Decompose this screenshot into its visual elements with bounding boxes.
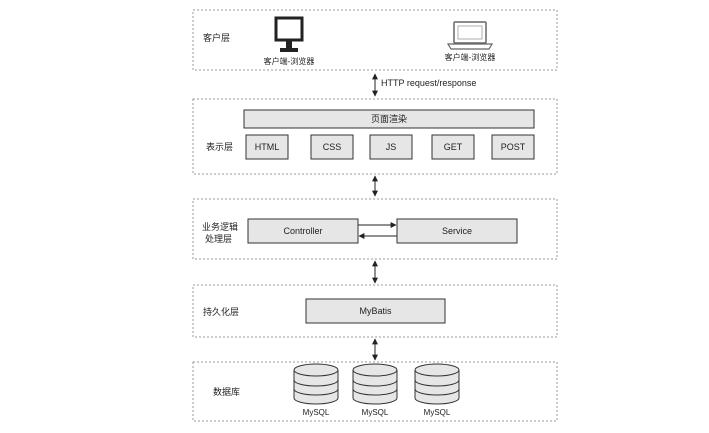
mybatis-label: MyBatis [359,306,392,316]
css-label: CSS [323,142,342,152]
persistence-layer-label: 持久化层 [203,306,239,317]
page-render-box [243,109,535,129]
get-box [431,134,475,160]
page-render-label: 页面渲染 [371,113,407,124]
service-box [396,218,518,244]
post-box [491,134,535,160]
desktop-monitor-icon [274,16,304,52]
js-box [369,134,413,160]
service-label: Service [442,226,472,236]
business-layer-label-line2: 处理层 [205,233,232,244]
post-label: POST [501,142,526,152]
client-layer: 客户层 客户端-浏览器 客户端-浏览器 [192,9,558,71]
css-box [310,134,354,160]
client-layer-border [192,9,558,71]
get-label: GET [444,142,463,152]
js-label: JS [386,142,397,152]
html-box [245,134,289,160]
mysql-label-3: MySQL [424,408,451,417]
controller-box [247,218,359,244]
presentation-layer-border [192,98,558,175]
database-layer: 数据库 MySQL MySQL MySQL [192,361,558,422]
database-layer-label: 数据库 [213,386,240,397]
presentation-layer-label: 表示层 [206,141,233,152]
presentation-layer: 表示层 页面渲染 HTML CSS JS GET POST [192,98,558,175]
html-label: HTML [255,142,280,152]
persistence-layer-border [192,284,558,338]
database-cylinder-icon [352,363,398,405]
mybatis-box [305,298,446,324]
desktop-client-label: 客户端-浏览器 [264,56,315,66]
client-layer-label: 客户层 [203,32,230,43]
http-connector-label: HTTP request/response [381,78,476,88]
laptop-icon [446,21,494,50]
business-layer-border [192,198,558,260]
mysql-label-1: MySQL [303,408,330,417]
database-layer-border [192,361,558,422]
database-cylinder-icon [293,363,339,405]
database-cylinder-icon [414,363,460,405]
mysql-label-2: MySQL [362,408,389,417]
business-layer-label-line1: 业务逻辑 [202,221,238,232]
laptop-client-label: 客户端-浏览器 [445,52,496,62]
persistence-layer: 持久化层 MyBatis [192,284,558,338]
controller-label: Controller [283,226,322,236]
business-layer: 业务逻辑 处理层 Controller Service [192,198,558,260]
